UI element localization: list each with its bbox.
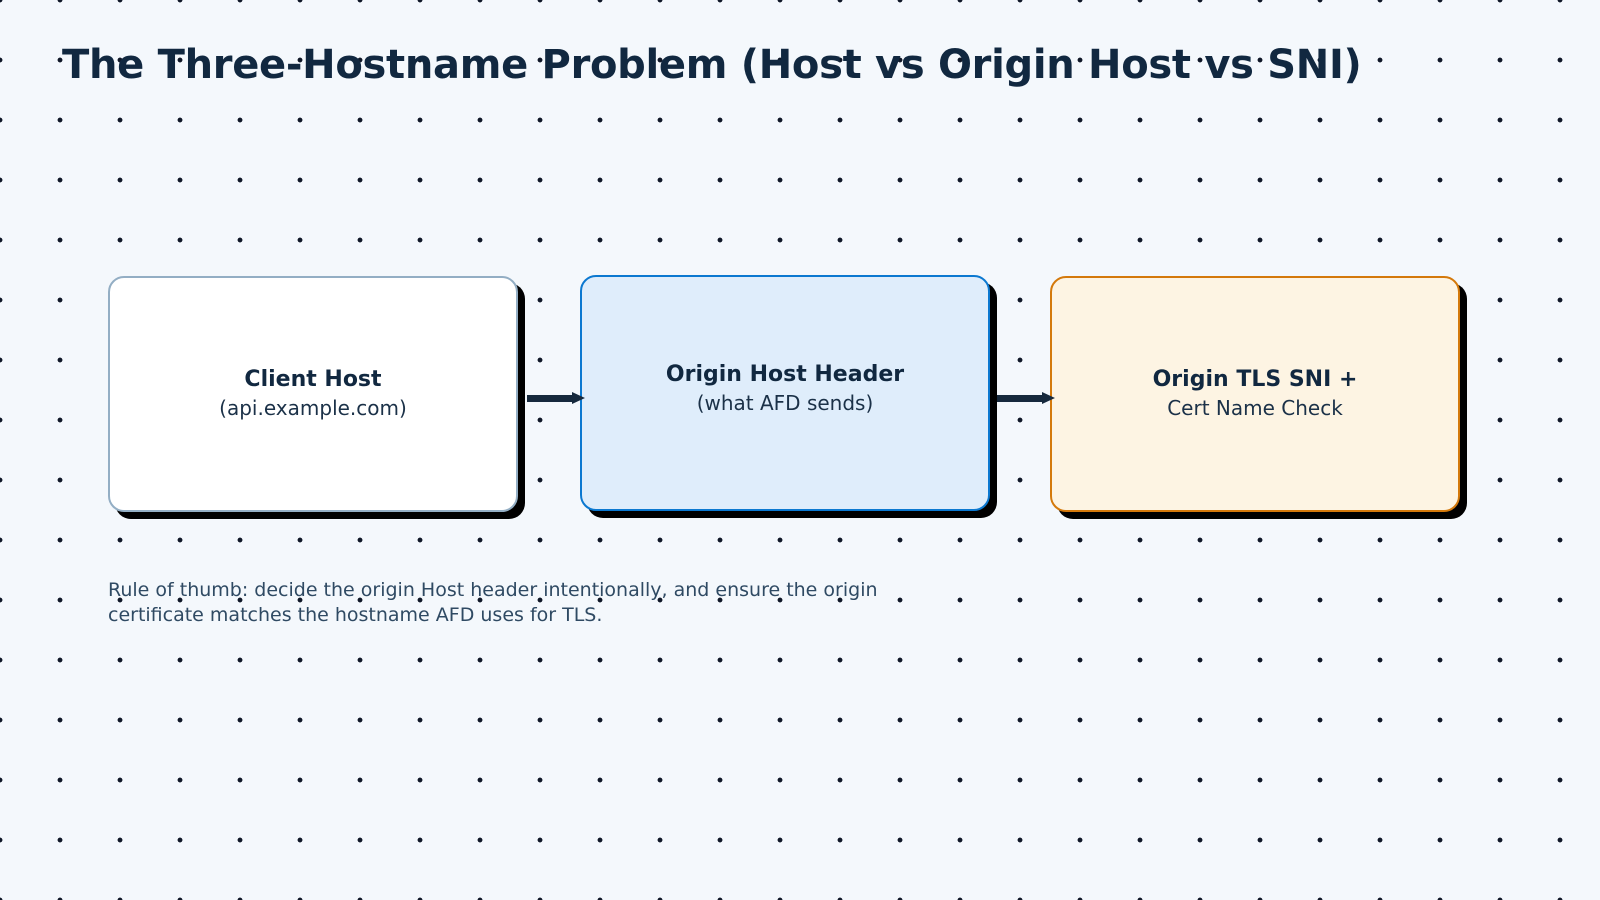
node-client-host-title: Client Host xyxy=(244,367,382,393)
arrow-right-icon-client-to-origin-header xyxy=(527,392,585,404)
arrow-shaft xyxy=(527,395,573,402)
node-origin-tls-sni-inner: Origin TLS SNI + Cert Name Check xyxy=(1153,366,1358,422)
node-origin-tls-sni-subtitle: Cert Name Check xyxy=(1167,395,1343,420)
footnote-rule-of-thumb: Rule of thumb: decide the origin Host he… xyxy=(108,579,878,627)
page-title: The Three-Hostname Problem (Host vs Orig… xyxy=(62,42,1362,88)
node-origin-host-header[interactable]: Origin Host Header (what AFD sends) xyxy=(580,275,990,511)
node-client-host-inner: Client Host (api.example.com) xyxy=(219,366,407,422)
arrow-head xyxy=(572,392,585,404)
node-client-host[interactable]: Client Host (api.example.com) xyxy=(108,276,518,512)
arrow-head xyxy=(1042,392,1055,404)
node-origin-host-header-subtitle: (what AFD sends) xyxy=(696,390,874,415)
node-origin-host-header-inner: Origin Host Header (what AFD sends) xyxy=(666,361,904,417)
arrow-shaft xyxy=(997,395,1043,402)
node-origin-tls-sni-title: Origin TLS SNI + xyxy=(1152,367,1358,393)
flow-diagram: Client Host (api.example.com) Origin Hos… xyxy=(0,270,1600,520)
arrow-right-icon-origin-header-to-sni xyxy=(997,392,1055,404)
node-origin-host-header-title: Origin Host Header xyxy=(665,362,905,388)
node-client-host-subtitle: (api.example.com) xyxy=(219,395,407,420)
node-origin-tls-sni[interactable]: Origin TLS SNI + Cert Name Check xyxy=(1050,276,1460,512)
